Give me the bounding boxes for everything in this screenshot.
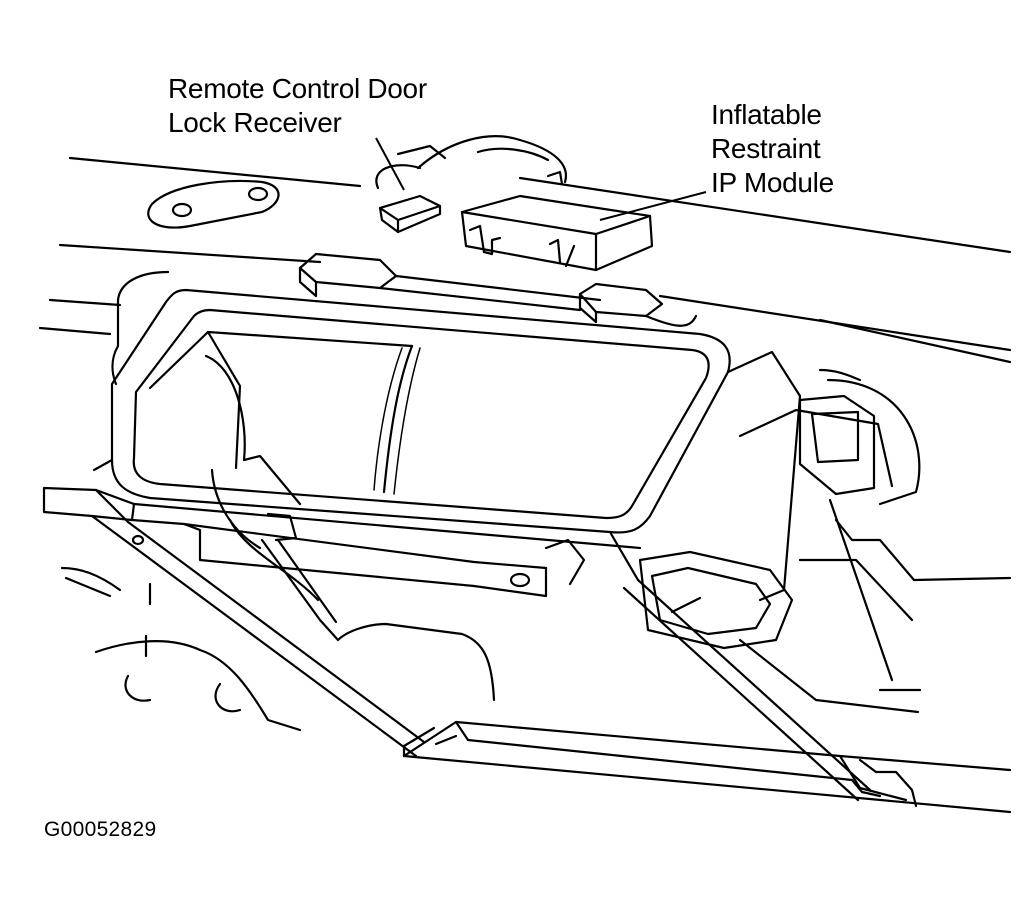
remote-door-lock-receiver-label-line-1: Remote Control Door — [168, 73, 427, 104]
diagonal-support-arms — [90, 498, 1012, 802]
bottom-channel-rail — [402, 720, 1012, 814]
lower-cross-member — [42, 486, 642, 598]
ip-module-label-line-1: Inflatable — [711, 99, 822, 130]
dash-upper-surface — [38, 156, 1012, 364]
figure-code: G00052829 — [44, 818, 157, 841]
remote-door-lock-receiver-label-line-2: Lock Receiver — [168, 107, 342, 138]
defroster-duct-frame — [110, 288, 731, 534]
mounting-bracket — [147, 179, 280, 229]
lower-left-bracket — [60, 566, 302, 732]
remote-door-lock-receiver-label: Remote Control Door Lock Receiver — [168, 72, 427, 140]
side-outlet-duct — [638, 350, 921, 650]
ip-module-label-line-2: Restraint — [711, 133, 821, 164]
left-side-panel — [92, 270, 320, 602]
top-rail-clips — [298, 252, 698, 327]
inflatable-restraint-ip-module — [460, 194, 654, 272]
ip-module-label-line-3: IP Module — [711, 167, 834, 198]
remote-door-lock-receiver — [375, 135, 568, 234]
inflatable-restraint-ip-module-label: Inflatable Restraint IP Module — [711, 98, 834, 200]
